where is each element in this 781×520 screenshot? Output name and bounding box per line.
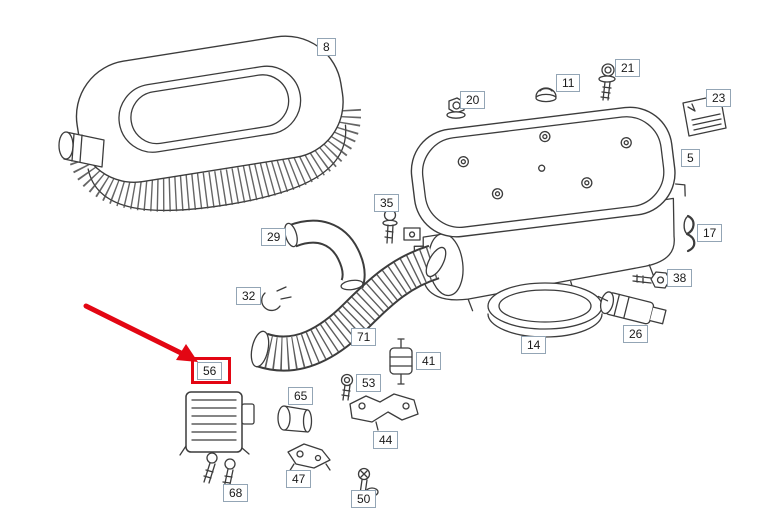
part-label-44[interactable]: 44 xyxy=(373,431,399,449)
part-label-11[interactable]: 11 xyxy=(556,74,581,92)
part-label-32[interactable]: 32 xyxy=(236,287,262,305)
part-label-71[interactable]: 71 xyxy=(351,328,377,346)
part-53-bolt-icon xyxy=(340,373,354,401)
part-11-cap-icon xyxy=(535,87,557,103)
part-26-valve-icon xyxy=(597,291,667,325)
part-21-screw-icon xyxy=(598,63,616,101)
part-label-35[interactable]: 35 xyxy=(374,194,400,212)
part-label-20[interactable]: 20 xyxy=(460,91,486,109)
part-32-clamp-icon xyxy=(261,286,292,312)
highlight-box xyxy=(191,357,231,384)
part-47-bracket-icon xyxy=(287,443,331,473)
part-8-air-filter-element xyxy=(67,35,361,212)
part-41-mount-icon xyxy=(389,338,413,385)
part-label-17[interactable]: 17 xyxy=(697,224,723,242)
part-29-elbow-duct-icon xyxy=(284,219,366,291)
part-65-cap-icon xyxy=(277,405,313,433)
part-38-bolt-icon xyxy=(632,271,671,289)
part-14-seal-ring-icon xyxy=(487,282,603,338)
part-44-bracket-icon xyxy=(349,393,419,431)
part-label-8[interactable]: 8 xyxy=(317,38,336,56)
part-label-14[interactable]: 14 xyxy=(521,336,547,354)
part-label-29[interactable]: 29 xyxy=(261,228,287,246)
part-label-47[interactable]: 47 xyxy=(286,470,312,488)
highlight-arrow xyxy=(83,303,198,362)
part-71-corrugated-hose-icon xyxy=(250,244,447,372)
part-label-50[interactable]: 50 xyxy=(351,490,377,508)
part-label-41[interactable]: 41 xyxy=(416,352,442,370)
part-label-56[interactable]: 56 xyxy=(197,362,223,380)
part-label-68[interactable]: 68 xyxy=(223,484,249,502)
part-label-26[interactable]: 26 xyxy=(623,325,649,343)
part-68-screws-icon xyxy=(203,452,236,490)
part-35-bolt-icon xyxy=(382,208,421,244)
part-label-21[interactable]: 21 xyxy=(615,59,641,77)
part-label-53[interactable]: 53 xyxy=(356,374,382,392)
part-label-38[interactable]: 38 xyxy=(667,269,693,287)
part-label-23[interactable]: 23 xyxy=(706,89,732,107)
part-label-5[interactable]: 5 xyxy=(681,149,700,167)
part-56-module-icon xyxy=(179,391,255,456)
part-label-65[interactable]: 65 xyxy=(288,387,314,405)
part-17-clip-icon xyxy=(683,214,696,253)
filter-inlet-stub-icon xyxy=(58,131,105,168)
